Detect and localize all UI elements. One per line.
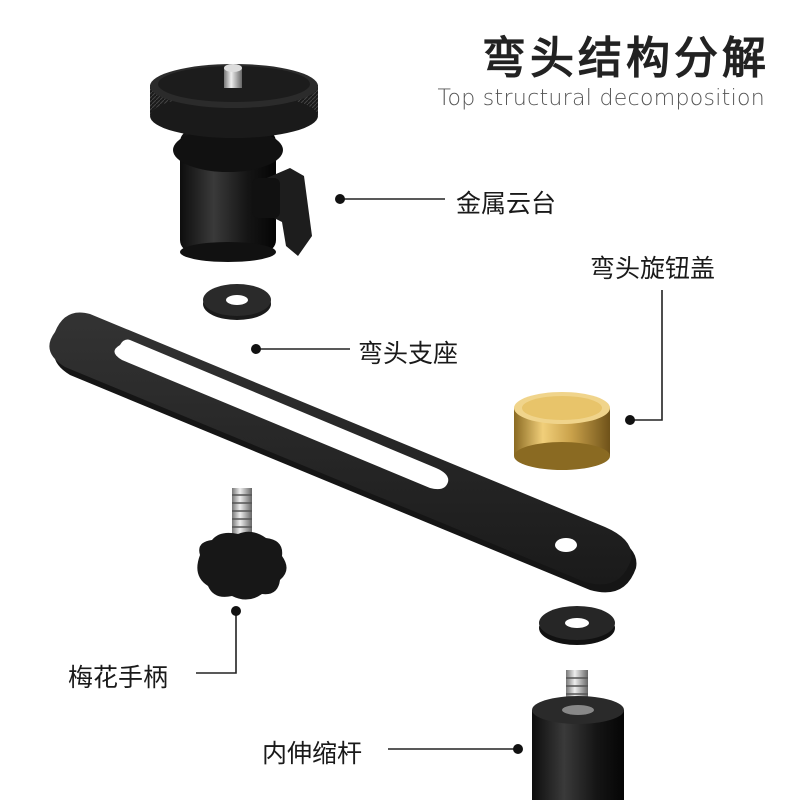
label-plum-handle: 梅花手柄: [68, 663, 169, 692]
inner-telescopic-rod: [532, 670, 624, 800]
label-bracket: 弯头支座: [358, 339, 459, 368]
label-knob-cap: 弯头旋钮盖: [590, 254, 716, 283]
washer-bottom: [539, 606, 615, 645]
brass-knob-cap: [514, 392, 610, 470]
page-title: 弯头结构分解: [482, 33, 770, 84]
plum-handle-screw: [197, 488, 287, 600]
label-inner-rod: 内伸缩杆: [262, 739, 363, 768]
leader-lines: [196, 198, 663, 750]
page-subtitle: Top structural decomposition: [437, 86, 765, 111]
label-metal-ball-head: 金属云台: [456, 189, 557, 218]
leader-dots: [231, 194, 635, 754]
washer-top: [203, 284, 271, 320]
metal-ball-head: [150, 64, 318, 262]
bracket-plate: [49, 312, 637, 593]
